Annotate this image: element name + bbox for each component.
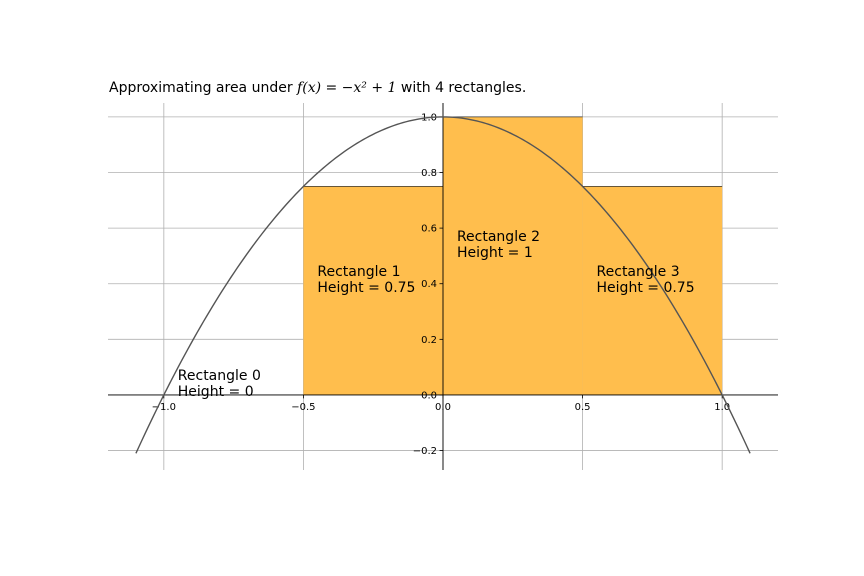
rectangle-height-label-3: Height = 0.75 xyxy=(597,280,695,296)
rectangle-height-label-0: Height = 0 xyxy=(178,384,254,400)
rectangles xyxy=(303,116,723,395)
title-prefix: Approximating area under xyxy=(109,80,298,96)
curve-line xyxy=(135,116,751,454)
x-tick-label-1: −0.5 xyxy=(291,402,315,413)
function-curve xyxy=(135,116,751,454)
chart-title: Approximating area under f(x) = −x² + 1 … xyxy=(109,80,526,96)
rectangle-label-2: Rectangle 2 xyxy=(457,229,540,245)
title-formula: f(x) = −x² + 1 xyxy=(297,80,397,96)
rectangle-label-0: Rectangle 0 xyxy=(178,368,261,384)
y-tick-label-2: 0.2 xyxy=(421,335,437,346)
y-tick-label-3: 0.4 xyxy=(421,279,437,290)
rectangle-label-3: Rectangle 3 xyxy=(597,264,680,280)
title-suffix: with 4 rectangles. xyxy=(396,80,527,96)
rectangle-1 xyxy=(303,186,443,395)
rectangle-label-1: Rectangle 1 xyxy=(317,264,400,280)
x-tick-label-2: 0.0 xyxy=(435,402,451,413)
y-tick-label-5: 0.8 xyxy=(421,168,437,179)
x-tick-label-0: −1.0 xyxy=(152,402,176,413)
x-tick-label-4: 1.0 xyxy=(714,402,730,413)
x-tick-label-3: 0.5 xyxy=(575,402,591,413)
rectangle-height-label-1: Height = 0.75 xyxy=(317,280,415,296)
y-tick-label-1: 0.0 xyxy=(421,390,437,401)
y-tick-label-4: 0.6 xyxy=(421,224,437,235)
rectangle-3 xyxy=(582,186,723,395)
rectangle-height-label-2: Height = 1 xyxy=(457,245,533,261)
rectangle-2 xyxy=(443,116,583,395)
y-tick-label-0: −0.2 xyxy=(413,446,437,457)
